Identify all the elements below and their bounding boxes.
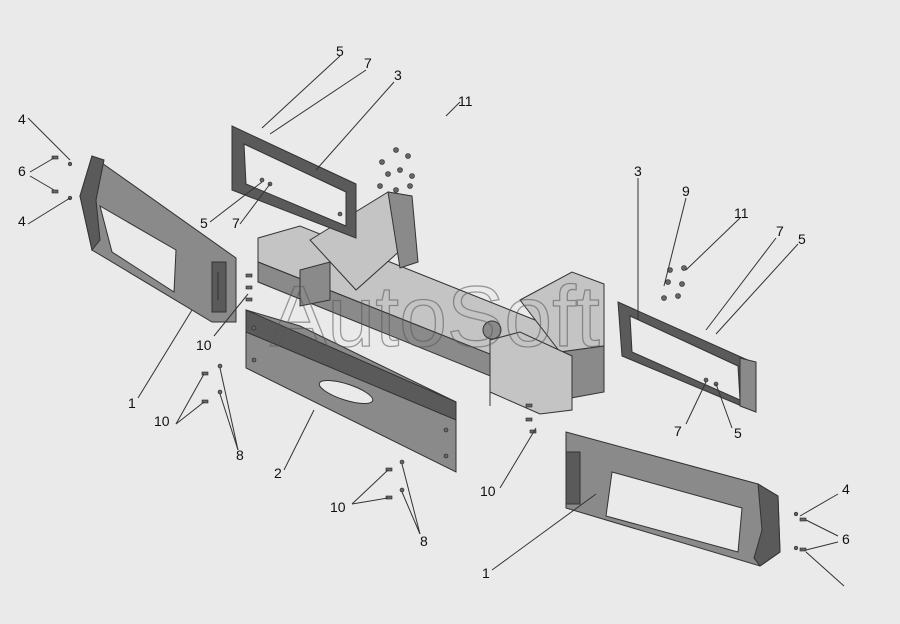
callout-7-top: 7 bbox=[364, 55, 372, 71]
lamp-frame-upper-left bbox=[231, 125, 357, 239]
bumper-end-right bbox=[565, 431, 781, 567]
callout-7-right-bottom: 7 bbox=[674, 423, 682, 439]
callout-3-right: 3 bbox=[634, 163, 642, 179]
callout-10-b: 10 bbox=[154, 413, 170, 429]
callout-10-d: 10 bbox=[480, 483, 496, 499]
frame-beam bbox=[257, 191, 605, 415]
callout-5-top: 5 bbox=[336, 43, 344, 59]
callout-5-right-bottom: 5 bbox=[734, 425, 742, 441]
fasteners bbox=[51, 147, 807, 552]
leader-lines bbox=[27, 55, 845, 587]
callout-2: 2 bbox=[274, 465, 282, 481]
callout-6-right: 6 bbox=[842, 531, 850, 547]
callout-6-left: 6 bbox=[18, 163, 26, 179]
callout-7-right-top: 7 bbox=[776, 223, 784, 239]
callout-labels: 1 1 2 3 3 4 4 4 5 5 5 5 6 6 7 7 7 7 8 8 … bbox=[18, 43, 850, 581]
callout-9: 9 bbox=[682, 183, 690, 199]
bumper-center bbox=[245, 309, 457, 473]
callout-3-upper: 3 bbox=[394, 67, 402, 83]
callout-11-right: 11 bbox=[734, 205, 749, 221]
callout-4-upper-left: 4 bbox=[18, 111, 26, 127]
lamp-frame-right bbox=[617, 301, 757, 413]
bumper-end-left bbox=[79, 155, 237, 323]
callout-4-right: 4 bbox=[842, 481, 850, 497]
callout-10-c: 10 bbox=[330, 499, 346, 515]
callout-11-top: 11 bbox=[458, 93, 473, 109]
callout-10-a: 10 bbox=[196, 337, 212, 353]
callout-7-mid: 7 bbox=[232, 215, 240, 231]
callout-1-left: 1 bbox=[128, 395, 136, 411]
callout-8-left: 8 bbox=[236, 447, 244, 463]
watermark-text: AutoSoft bbox=[270, 269, 600, 365]
callout-5-right-top: 5 bbox=[798, 231, 806, 247]
callout-1-right: 1 bbox=[482, 565, 490, 581]
callout-4-lower-left: 4 bbox=[18, 213, 26, 229]
callout-8-center: 8 bbox=[420, 533, 428, 549]
callout-5-mid: 5 bbox=[200, 215, 208, 231]
